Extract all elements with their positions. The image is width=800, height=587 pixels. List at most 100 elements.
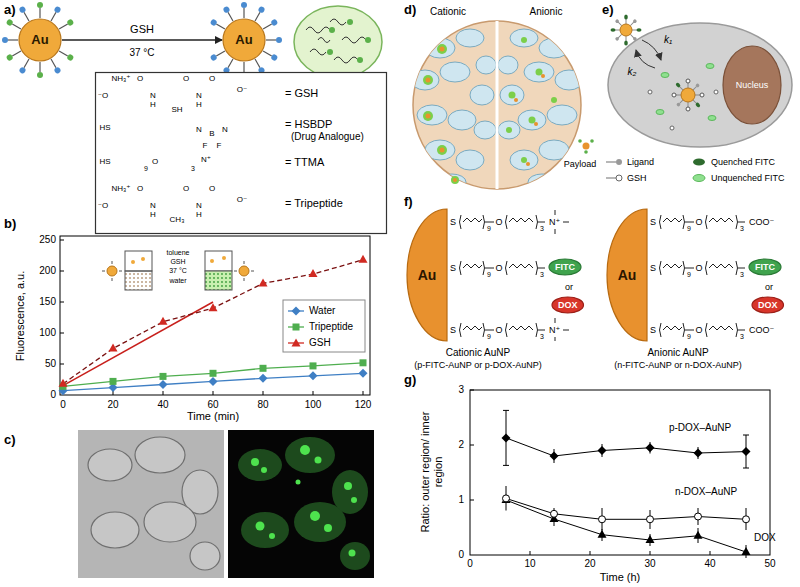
node-shape bbox=[19, 19, 61, 61]
figure-label: Anionic AuNP bbox=[647, 347, 708, 359]
reaction-arrow bbox=[62, 39, 222, 41]
figure-label: HS bbox=[99, 123, 110, 132]
node-shape bbox=[607, 209, 647, 341]
figure-label: d) bbox=[404, 3, 416, 18]
figure-label: 9 bbox=[687, 271, 691, 279]
legend-marker bbox=[288, 337, 306, 349]
legend-marker bbox=[288, 321, 306, 333]
figure-label: O⁻ bbox=[237, 85, 247, 94]
legend-marker bbox=[690, 172, 708, 184]
figure-label: Anionic bbox=[530, 6, 563, 18]
figure-label: O bbox=[695, 217, 702, 227]
legend-marker bbox=[606, 156, 624, 168]
figure-label: or bbox=[765, 282, 773, 292]
figure-label: H bbox=[150, 100, 156, 109]
molecule-key-box: = GSH= HSBDP(Drug Analogue)= TTMA= Tripe… bbox=[95, 72, 387, 234]
figure-label: 250 bbox=[39, 234, 56, 246]
legend-symbol bbox=[292, 307, 301, 316]
figure-label: NH₃⁺ bbox=[111, 184, 130, 193]
node-shape bbox=[752, 297, 784, 313]
node-shape bbox=[407, 209, 447, 341]
legend-line bbox=[606, 177, 616, 178]
figure-label: 10 bbox=[524, 558, 535, 570]
figure-label: H bbox=[150, 210, 156, 219]
legend-text: Ligand bbox=[627, 157, 654, 167]
figure-label: S bbox=[450, 263, 456, 273]
gold-nanoparticle: Au bbox=[18, 18, 62, 62]
figure-label: 20 bbox=[107, 399, 118, 411]
legend-symbol bbox=[693, 159, 705, 166]
figure-label: 9 bbox=[687, 225, 691, 233]
figure-label: 3 bbox=[740, 271, 744, 279]
figure-label: CH₃ bbox=[170, 215, 185, 224]
figure-label: e) bbox=[602, 3, 614, 18]
legend-symbol bbox=[616, 175, 622, 181]
figure-label: p-DOX–AuNP bbox=[669, 422, 731, 434]
figure-label: O bbox=[209, 74, 215, 83]
node-text: = GSH bbox=[285, 87, 318, 100]
node-text: DOX bbox=[758, 300, 778, 310]
legend-text: Water bbox=[309, 305, 335, 317]
figure-label: F bbox=[203, 141, 208, 150]
figure-label: S bbox=[450, 217, 456, 227]
legend-text: GSH bbox=[627, 173, 647, 183]
figure-label: O bbox=[152, 157, 158, 166]
figure-label: 37 °C bbox=[169, 267, 187, 275]
figure-label: SH bbox=[171, 105, 182, 114]
figure-label: 9 bbox=[487, 333, 491, 341]
figure-label: O bbox=[495, 263, 502, 273]
node-text: = HSBDP bbox=[285, 118, 332, 131]
figure-label: 0 bbox=[50, 389, 56, 401]
figure-label: g) bbox=[404, 373, 416, 388]
node-text: (Drug Analogue) bbox=[291, 131, 364, 143]
figure-label: 150 bbox=[39, 296, 56, 308]
node-text: = Tripeptide bbox=[285, 197, 343, 210]
node-text: FITC bbox=[755, 262, 775, 272]
gold-surface: Au bbox=[606, 208, 648, 342]
figure-label: k₂ bbox=[628, 66, 637, 78]
node-shape bbox=[549, 259, 581, 275]
figure-label: N⁺ bbox=[549, 217, 560, 227]
figure-label: COO⁻ bbox=[749, 325, 774, 335]
figure-label: 30 bbox=[644, 558, 655, 570]
figure-label: DOX bbox=[754, 532, 776, 544]
node-text: Nucleus bbox=[736, 80, 769, 90]
gold-surface: Au bbox=[406, 208, 448, 342]
figure-label: 3 bbox=[740, 225, 744, 233]
figure-label: O bbox=[183, 184, 189, 193]
figure-label: or bbox=[565, 282, 573, 292]
figure-label: O bbox=[137, 184, 143, 193]
figure-label: (p-FITC-AuNP or p-DOX-AuNP) bbox=[414, 360, 541, 370]
figure-label: 37 °C bbox=[129, 47, 154, 59]
figure-label: O bbox=[495, 325, 502, 335]
figure-label: c) bbox=[4, 433, 16, 448]
legend-text: Unquenched FITC bbox=[711, 173, 785, 183]
figure-label: Fluorescence, a.u. bbox=[14, 271, 27, 362]
figure-label: 200 bbox=[39, 265, 56, 277]
figure-label: Cationic AuNP bbox=[446, 347, 510, 359]
figure-label: 9 bbox=[487, 225, 491, 233]
figure-label: 20 bbox=[584, 558, 595, 570]
figure-label: N⁺ bbox=[549, 325, 560, 335]
figure-label: 3 bbox=[540, 271, 544, 279]
figure-label: 50 bbox=[764, 558, 775, 570]
figure-label: Payload bbox=[564, 159, 597, 169]
legend-text: Tripeptide bbox=[309, 321, 353, 333]
figure-label: O bbox=[695, 263, 702, 273]
figure-label: Time (h) bbox=[600, 571, 641, 584]
legend-symbol bbox=[293, 324, 300, 331]
figure-label: O bbox=[209, 184, 215, 193]
node-text: Au bbox=[418, 267, 437, 283]
figure-label: F bbox=[217, 141, 222, 150]
figure-label: ⁻O bbox=[98, 91, 108, 100]
figure-label: 100 bbox=[39, 327, 56, 339]
dox-drug: DOX bbox=[751, 296, 785, 314]
figure-label: 3 bbox=[540, 333, 544, 341]
figure-label: a) bbox=[4, 3, 16, 18]
node-text: FITC bbox=[555, 262, 575, 272]
figure-label: Time (min) bbox=[187, 410, 239, 423]
figure-label: O bbox=[183, 74, 189, 83]
figure-label: 40 bbox=[704, 558, 715, 570]
figure-label: 3 bbox=[191, 165, 195, 173]
